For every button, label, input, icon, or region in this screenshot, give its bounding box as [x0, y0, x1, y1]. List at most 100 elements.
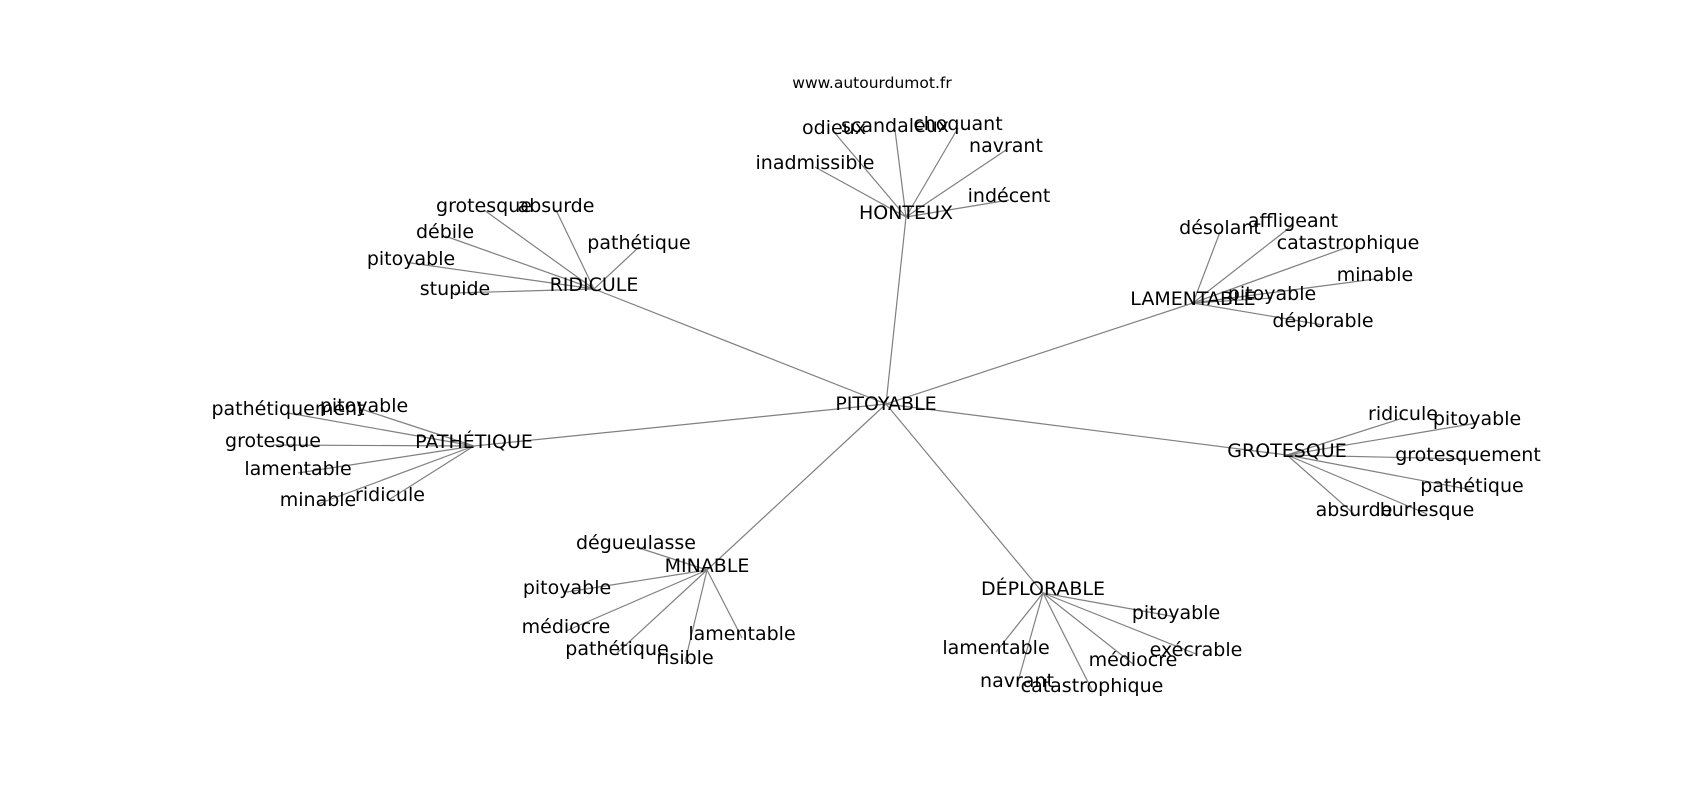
word-node-label[interactable]: scandaleux	[841, 115, 949, 137]
edge-hub-word	[1016, 592, 1044, 686]
word-node-label[interactable]: pitoyable	[320, 395, 408, 417]
word-node-label[interactable]: affligeant	[1248, 210, 1338, 232]
edge-hub-word	[833, 131, 907, 218]
word-node-label[interactable]: choquant	[913, 113, 1002, 135]
word-node-label[interactable]: pitoyable	[523, 577, 611, 599]
edge-hub-word	[1286, 454, 1428, 515]
edge-center-hub	[885, 403, 1044, 594]
word-node-label[interactable]: indécent	[968, 185, 1051, 207]
word-node-label[interactable]: débile	[416, 221, 474, 243]
edge-hub-word	[1192, 302, 1324, 326]
word-node-label[interactable]: désolant	[1179, 217, 1261, 239]
hub-node-label[interactable]: MINABLE	[665, 555, 750, 577]
word-node-label[interactable]: catastrophique	[1021, 675, 1164, 697]
word-node-label[interactable]: pathétiquement	[211, 398, 364, 420]
word-node-label[interactable]: absurde	[1316, 499, 1393, 521]
word-node-label[interactable]: grotesquement	[1395, 444, 1541, 466]
word-node-label[interactable]: navrant	[980, 670, 1054, 692]
hub-node-label[interactable]: HONTEUX	[859, 202, 953, 224]
edge-center-hub	[885, 403, 1288, 456]
edge-hub-word	[635, 546, 708, 571]
edge-hub-word	[444, 235, 595, 290]
word-node-label[interactable]: médiocre	[1089, 649, 1178, 671]
edge-hub-word	[483, 209, 595, 290]
edge-hub-word	[566, 569, 708, 593]
edge-hub-word	[905, 199, 1010, 218]
word-node-label[interactable]: pathétique	[1420, 475, 1523, 497]
edge-hub-word	[905, 149, 1007, 218]
edge-hub-word	[616, 569, 708, 654]
center-node-label[interactable]: PITOYABLE	[835, 393, 936, 415]
hub-node-label[interactable]: DÉPLORABLE	[981, 577, 1105, 600]
word-node-label[interactable]: pitoyable	[367, 248, 455, 270]
edge-hub-word	[894, 129, 907, 218]
edge-center-hub	[885, 302, 1194, 405]
edge-hub-word	[389, 445, 475, 500]
word-node-label[interactable]: déplorable	[1272, 310, 1373, 332]
edge-center-hub	[473, 403, 887, 447]
word-node-label[interactable]: odieux	[802, 117, 866, 139]
word-node-label[interactable]: navrant	[969, 135, 1043, 157]
edge-hub-word	[1286, 454, 1355, 515]
edge-hub-word	[272, 444, 475, 447]
word-node-label[interactable]: burlesque	[1380, 499, 1475, 521]
edge-hub-word	[1042, 592, 1134, 665]
word-node-label[interactable]: pitoyable	[1132, 602, 1220, 624]
word-node-label[interactable]: risible	[656, 647, 713, 669]
word-node-label[interactable]: lamentable	[688, 623, 795, 645]
word-node-label[interactable]: ridicule	[1368, 403, 1438, 425]
hub-node-label[interactable]: LAMENTABLE	[1130, 288, 1255, 310]
site-url: www.autourdumot.fr	[792, 74, 952, 92]
word-node-label[interactable]: grotesque	[436, 195, 532, 217]
word-node-label[interactable]: ridicule	[355, 484, 425, 506]
edge-hub-word	[706, 569, 743, 639]
word-node-label[interactable]: minable	[1337, 264, 1414, 286]
edge-hub-word	[1192, 231, 1221, 304]
edge-hub-word	[995, 592, 1044, 653]
edge-hub-word	[1042, 592, 1093, 691]
edge-hub-word	[1286, 417, 1404, 456]
hub-node-label[interactable]: GROTESQUE	[1227, 440, 1346, 462]
edge-hub-word	[1192, 297, 1273, 304]
edge-hub-word	[1192, 246, 1349, 304]
word-node-label[interactable]: minable	[280, 489, 357, 511]
hub-node-label[interactable]: RIDICULE	[550, 274, 639, 296]
edge-hub-word	[1286, 422, 1478, 456]
edge-hub-word	[814, 166, 907, 218]
edge-hub-word	[1286, 454, 1473, 491]
word-node-label[interactable]: absurde	[518, 195, 595, 217]
word-node-label[interactable]: lamentable	[244, 458, 351, 480]
edge-center-hub	[706, 403, 887, 571]
word-node-label[interactable]: exécrable	[1150, 639, 1243, 661]
word-node-label[interactable]: inadmissible	[756, 152, 875, 174]
word-node-label[interactable]: stupide	[420, 278, 490, 300]
edge-hub-word	[1286, 454, 1469, 460]
edge-hub-word	[905, 127, 959, 218]
edge-center-hub	[885, 216, 907, 405]
edge-hub-word	[287, 412, 475, 447]
edge-hub-word	[593, 246, 640, 290]
edge-center-hub	[593, 288, 887, 405]
word-node-label[interactable]: grotesque	[225, 430, 321, 452]
edge-hub-word	[1042, 592, 1177, 618]
hub-node-label[interactable]: PATHÉTIQUE	[415, 430, 533, 453]
graph-edges	[272, 127, 1478, 691]
word-node-label[interactable]: pitoyable	[1433, 408, 1521, 430]
word-node-label[interactable]: pathétique	[565, 638, 668, 660]
edge-hub-word	[555, 209, 595, 290]
word-node-label[interactable]: pathétique	[587, 232, 690, 254]
edge-hub-word	[454, 288, 595, 294]
edge-hub-word	[297, 445, 475, 474]
edge-hub-word	[1192, 278, 1376, 304]
word-node-label[interactable]: pitoyable	[1228, 283, 1316, 305]
edge-hub-word	[317, 445, 475, 505]
word-node-label[interactable]: lamentable	[942, 637, 1049, 659]
word-node-label[interactable]: catastrophique	[1277, 232, 1420, 254]
edge-hub-word	[565, 569, 708, 632]
edge-hub-word	[684, 569, 708, 663]
edge-hub-word	[410, 262, 595, 290]
word-node-label[interactable]: dégueulasse	[576, 532, 696, 554]
word-node-label[interactable]: médiocre	[522, 616, 611, 638]
graph-labels: PITOYABLE HONTEUX odieuxscandaleuxchoquant…	[211, 113, 1540, 697]
